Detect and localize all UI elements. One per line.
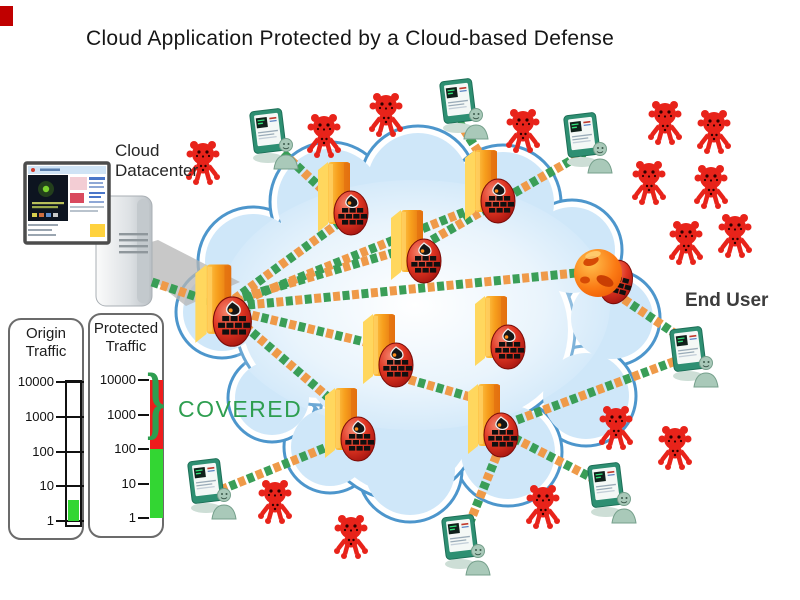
link-entry-server4 [241, 242, 415, 302]
slide-corner-marker [0, 6, 13, 26]
monitor-icon [563, 112, 601, 158]
client-computer-6 [441, 514, 491, 576]
gauge-tick-mark [138, 413, 149, 416]
monitor-icon [439, 78, 477, 124]
protected-allowed-bar [150, 449, 163, 519]
user-person-icon [611, 492, 637, 524]
user-person-icon [211, 488, 237, 520]
defense-server-4 [391, 210, 442, 284]
user-person-icon [693, 356, 719, 388]
attacker-bug-15 [658, 426, 692, 470]
gauge-tick-label: 100 [32, 443, 54, 459]
client-computer-1 [249, 108, 299, 170]
defense-server-6 [475, 296, 526, 370]
attacker-bug-11 [258, 480, 292, 524]
attacker-bug-12 [334, 515, 368, 559]
gauge-tick-mark [138, 448, 149, 451]
datacenter-label-line2: Datacenter [115, 161, 199, 180]
link-entry-server7 [235, 316, 353, 420]
gauge-tick-label: 10 [121, 475, 136, 491]
protected-gauge-title: Protected Traffic [93, 320, 159, 355]
gauge-tick-mark [138, 482, 149, 485]
gauge-tick-label: 10 [39, 478, 54, 494]
link-server8-enduser [515, 354, 683, 425]
gauge-tick-mark [56, 415, 84, 418]
link-server3-entry [236, 200, 484, 307]
gauge-tick-label: 1 [46, 513, 54, 528]
user-person-icon [273, 138, 299, 170]
client-computer-7 [187, 458, 237, 520]
covered-brace: } [146, 356, 166, 447]
gauge-tick-label: 1 [128, 510, 136, 526]
defense-server-5 [363, 314, 414, 388]
monitor-icon [187, 458, 225, 504]
gauge-tick-label: 10000 [17, 374, 54, 389]
protected-traffic-gauge: Protected Traffic 10000 1000 100 10 1 [88, 313, 164, 538]
datacenter-label-line1: Cloud [115, 141, 160, 160]
client-computer-5 [587, 462, 637, 524]
gauge-bar-outline [65, 380, 82, 527]
monitor-icon [669, 326, 707, 372]
attacker-bug-5 [648, 101, 682, 145]
protected-covered-bar [150, 380, 163, 450]
monitor-icon [249, 108, 287, 154]
attacker-bug-1 [186, 141, 220, 185]
gauge-tick-label: 10000 [99, 372, 136, 387]
link-server7-client7 [221, 436, 344, 494]
origin-gauge-title: Origin Traffic [25, 325, 67, 360]
monitor-icon [441, 514, 479, 560]
client-computer-3 [563, 112, 613, 174]
attacker-bug-13 [526, 485, 560, 529]
attacker-bug-4 [506, 109, 540, 153]
attacker-bug-7 [632, 161, 666, 205]
link-server2-entry [230, 218, 343, 304]
covered-label: COVERED [178, 396, 303, 422]
gauge-tick-mark [56, 381, 84, 383]
attacker-bug-3 [369, 93, 403, 137]
attacker-bug-8 [694, 165, 728, 209]
link-server8-client5 [511, 433, 601, 486]
gauge-tick-mark [138, 517, 149, 520]
attacker-bug-10 [718, 214, 752, 258]
gauge-tick-label: 100 [114, 441, 136, 457]
defense-server-8 [468, 384, 519, 458]
blocked-attack-node [574, 249, 633, 305]
user-person-icon [587, 142, 613, 174]
monitor-icon [587, 462, 625, 508]
defense-server-7 [325, 388, 376, 462]
client-computer-2 [439, 78, 489, 140]
end-user-computer [669, 326, 719, 388]
attacker-bug-6 [697, 110, 731, 154]
gauge-tick-mark [56, 450, 84, 453]
defense-server-2 [318, 162, 369, 236]
datacenter-label: Cloud Datacenter [115, 141, 198, 181]
datacenter-monitor-icon [23, 161, 111, 245]
user-person-icon [465, 544, 491, 576]
link-entry-server5 [241, 308, 388, 352]
gauge-tick-label: 1000 [107, 406, 136, 422]
gauge-tick-mark [56, 485, 84, 488]
attacker-bug-9 [669, 221, 703, 265]
gauge-tick-label: 1000 [25, 408, 54, 424]
user-person-icon [463, 108, 489, 140]
page-title: Cloud Application Protected by a Cloud-b… [86, 27, 615, 50]
attacker-bug-2 [307, 114, 341, 158]
defense-server-3 [465, 150, 516, 224]
link-server8-client6 [463, 445, 505, 529]
gauge-tick-mark [138, 379, 149, 381]
origin-traffic-gauge: Origin Traffic 10000 1000 100 10 1 [8, 318, 84, 540]
end-user-label: End User [685, 290, 769, 311]
attacker-bug-14 [599, 406, 633, 450]
gauge-tick-mark [56, 520, 84, 522]
defense-server-entry [195, 264, 252, 347]
origin-traffic-bar [68, 500, 79, 521]
